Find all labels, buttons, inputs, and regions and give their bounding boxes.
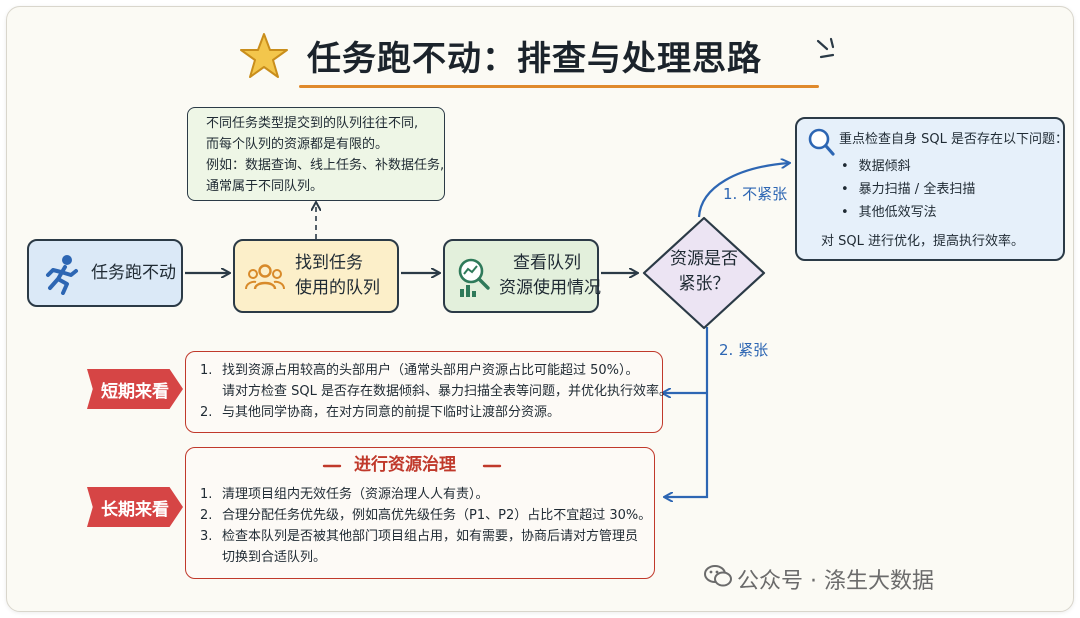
step-find-queue-line: 找到任务	[295, 253, 363, 273]
sql-issue-item: 暴力扫描 / 全表扫描	[841, 178, 976, 201]
note-line: 不同任务类型提交到的队列往往不同,	[206, 116, 419, 131]
sql-issue-item: 其他低效写法	[841, 201, 975, 224]
sql-footer: 对 SQL 进行优化，提高执行效率。	[821, 234, 1024, 249]
decision-line: 紧张？	[678, 274, 730, 294]
sql-check-box: 重点检查自身 SQL 是否存在以下问题： 数据倾斜 暴力扫描 / 全表扫描 其他…	[795, 117, 1068, 261]
sql-issue-item: 数据倾斜	[841, 155, 975, 178]
short-term-line: 请对方检查 SQL 是否存在数据倾斜、暴力扫描全表等问题，并优化执行效率。	[222, 384, 672, 399]
long-term-item: 清理项目组内无效任务（资源治理人人有责）。	[200, 484, 651, 505]
long-term-line: 检查本队列是否被其他部门项目组占用，如有需要，协商后请对方管理员	[222, 529, 639, 544]
note-line: 而每个队列的资源都是有限的。	[206, 137, 389, 152]
branch-tight-label: 2. 紧张	[719, 341, 769, 359]
running-person-icon	[46, 255, 78, 295]
diagram-card: 任务跑不动：排查与处理思路 不同任务类型提交到的队列往往不同, 而每个队列的资源…	[6, 6, 1074, 612]
watermark: 公众号 · 涤生大数据	[737, 569, 934, 594]
long-term-tag: 长期来看	[87, 487, 183, 527]
arrow-tight	[665, 327, 709, 497]
title-underline	[299, 85, 819, 88]
star-icon	[240, 33, 288, 78]
step-check-usage: 查看队列 资源使用情况	[443, 239, 601, 313]
queue-note-box: 不同任务类型提交到的队列往往不同, 而每个队列的资源都是有限的。 例如：数据查询…	[187, 107, 445, 201]
step-find-queue: 找到任务 使用的队列	[233, 239, 399, 313]
sparkle-icon	[816, 37, 835, 59]
heading-dash-left	[322, 464, 342, 468]
step-start-label: 任务跑不动	[91, 263, 176, 283]
wechat-icon	[704, 565, 732, 587]
step-check-usage-line: 查看队列	[513, 253, 581, 273]
short-term-box: 找到资源占用较高的头部用户（通常头部用户资源占比可能超过 50%）。 请对方检查…	[185, 351, 672, 433]
step-start: 任务跑不动	[27, 239, 183, 307]
short-term-line: 找到资源占用较高的头部用户（通常头部用户资源占比可能超过 50%）。	[222, 363, 639, 378]
short-term-item: 找到资源占用较高的头部用户（通常头部用户资源占比可能超过 50%）。 请对方检查…	[200, 360, 672, 402]
short-term-tag: 短期来看	[87, 369, 183, 409]
magnifier-chart-icon	[458, 258, 490, 297]
flow-connectors	[185, 7, 1073, 611]
long-term-line: 合理分配任务优先级，例如高优先级任务（P1、P2）占比不宜超过 30%。	[222, 508, 652, 523]
long-term-item: 检查本队列是否被其他部门项目组占用，如有需要，协商后请对方管理员 切换到合适队列…	[200, 526, 651, 568]
search-icon	[808, 128, 835, 156]
long-term-item: 合理分配任务优先级，例如高优先级任务（P1、P2）占比不宜超过 30%。	[200, 505, 651, 526]
heading-dash-right	[482, 464, 502, 468]
sql-heading: 重点检查自身 SQL 是否存在以下问题：	[839, 132, 1068, 147]
long-term-line: 切换到合适队列。	[222, 550, 327, 565]
short-term-line: 与其他同学协商，在对方同意的前提下临时让渡部分资源。	[222, 405, 561, 420]
page-title: 任务跑不动：排查与处理思路	[307, 39, 762, 79]
decision-line: 资源是否	[670, 249, 738, 269]
arrow-not-tight	[697, 163, 789, 218]
long-term-box: 进行资源治理 清理项目组内无效任务（资源治理人人有责）。 合理分配任务优先级，例…	[185, 447, 655, 579]
step-find-queue-line: 使用的队列	[295, 278, 380, 298]
users-icon	[245, 264, 285, 290]
step-check-usage-line: 资源使用情况	[499, 278, 601, 298]
short-term-item: 与其他同学协商，在对方同意的前提下临时让渡部分资源。	[200, 402, 672, 423]
long-term-line: 清理项目组内无效任务（资源治理人人有责）。	[222, 487, 489, 502]
branch-not-tight-label: 1. 不紧张	[723, 185, 788, 203]
long-term-heading: 进行资源治理	[354, 455, 456, 475]
note-line: 通常属于不同队列。	[206, 179, 324, 194]
decision-diamond	[642, 216, 766, 330]
note-line: 例如：数据查询、线上任务、补数据任务,	[206, 158, 445, 173]
